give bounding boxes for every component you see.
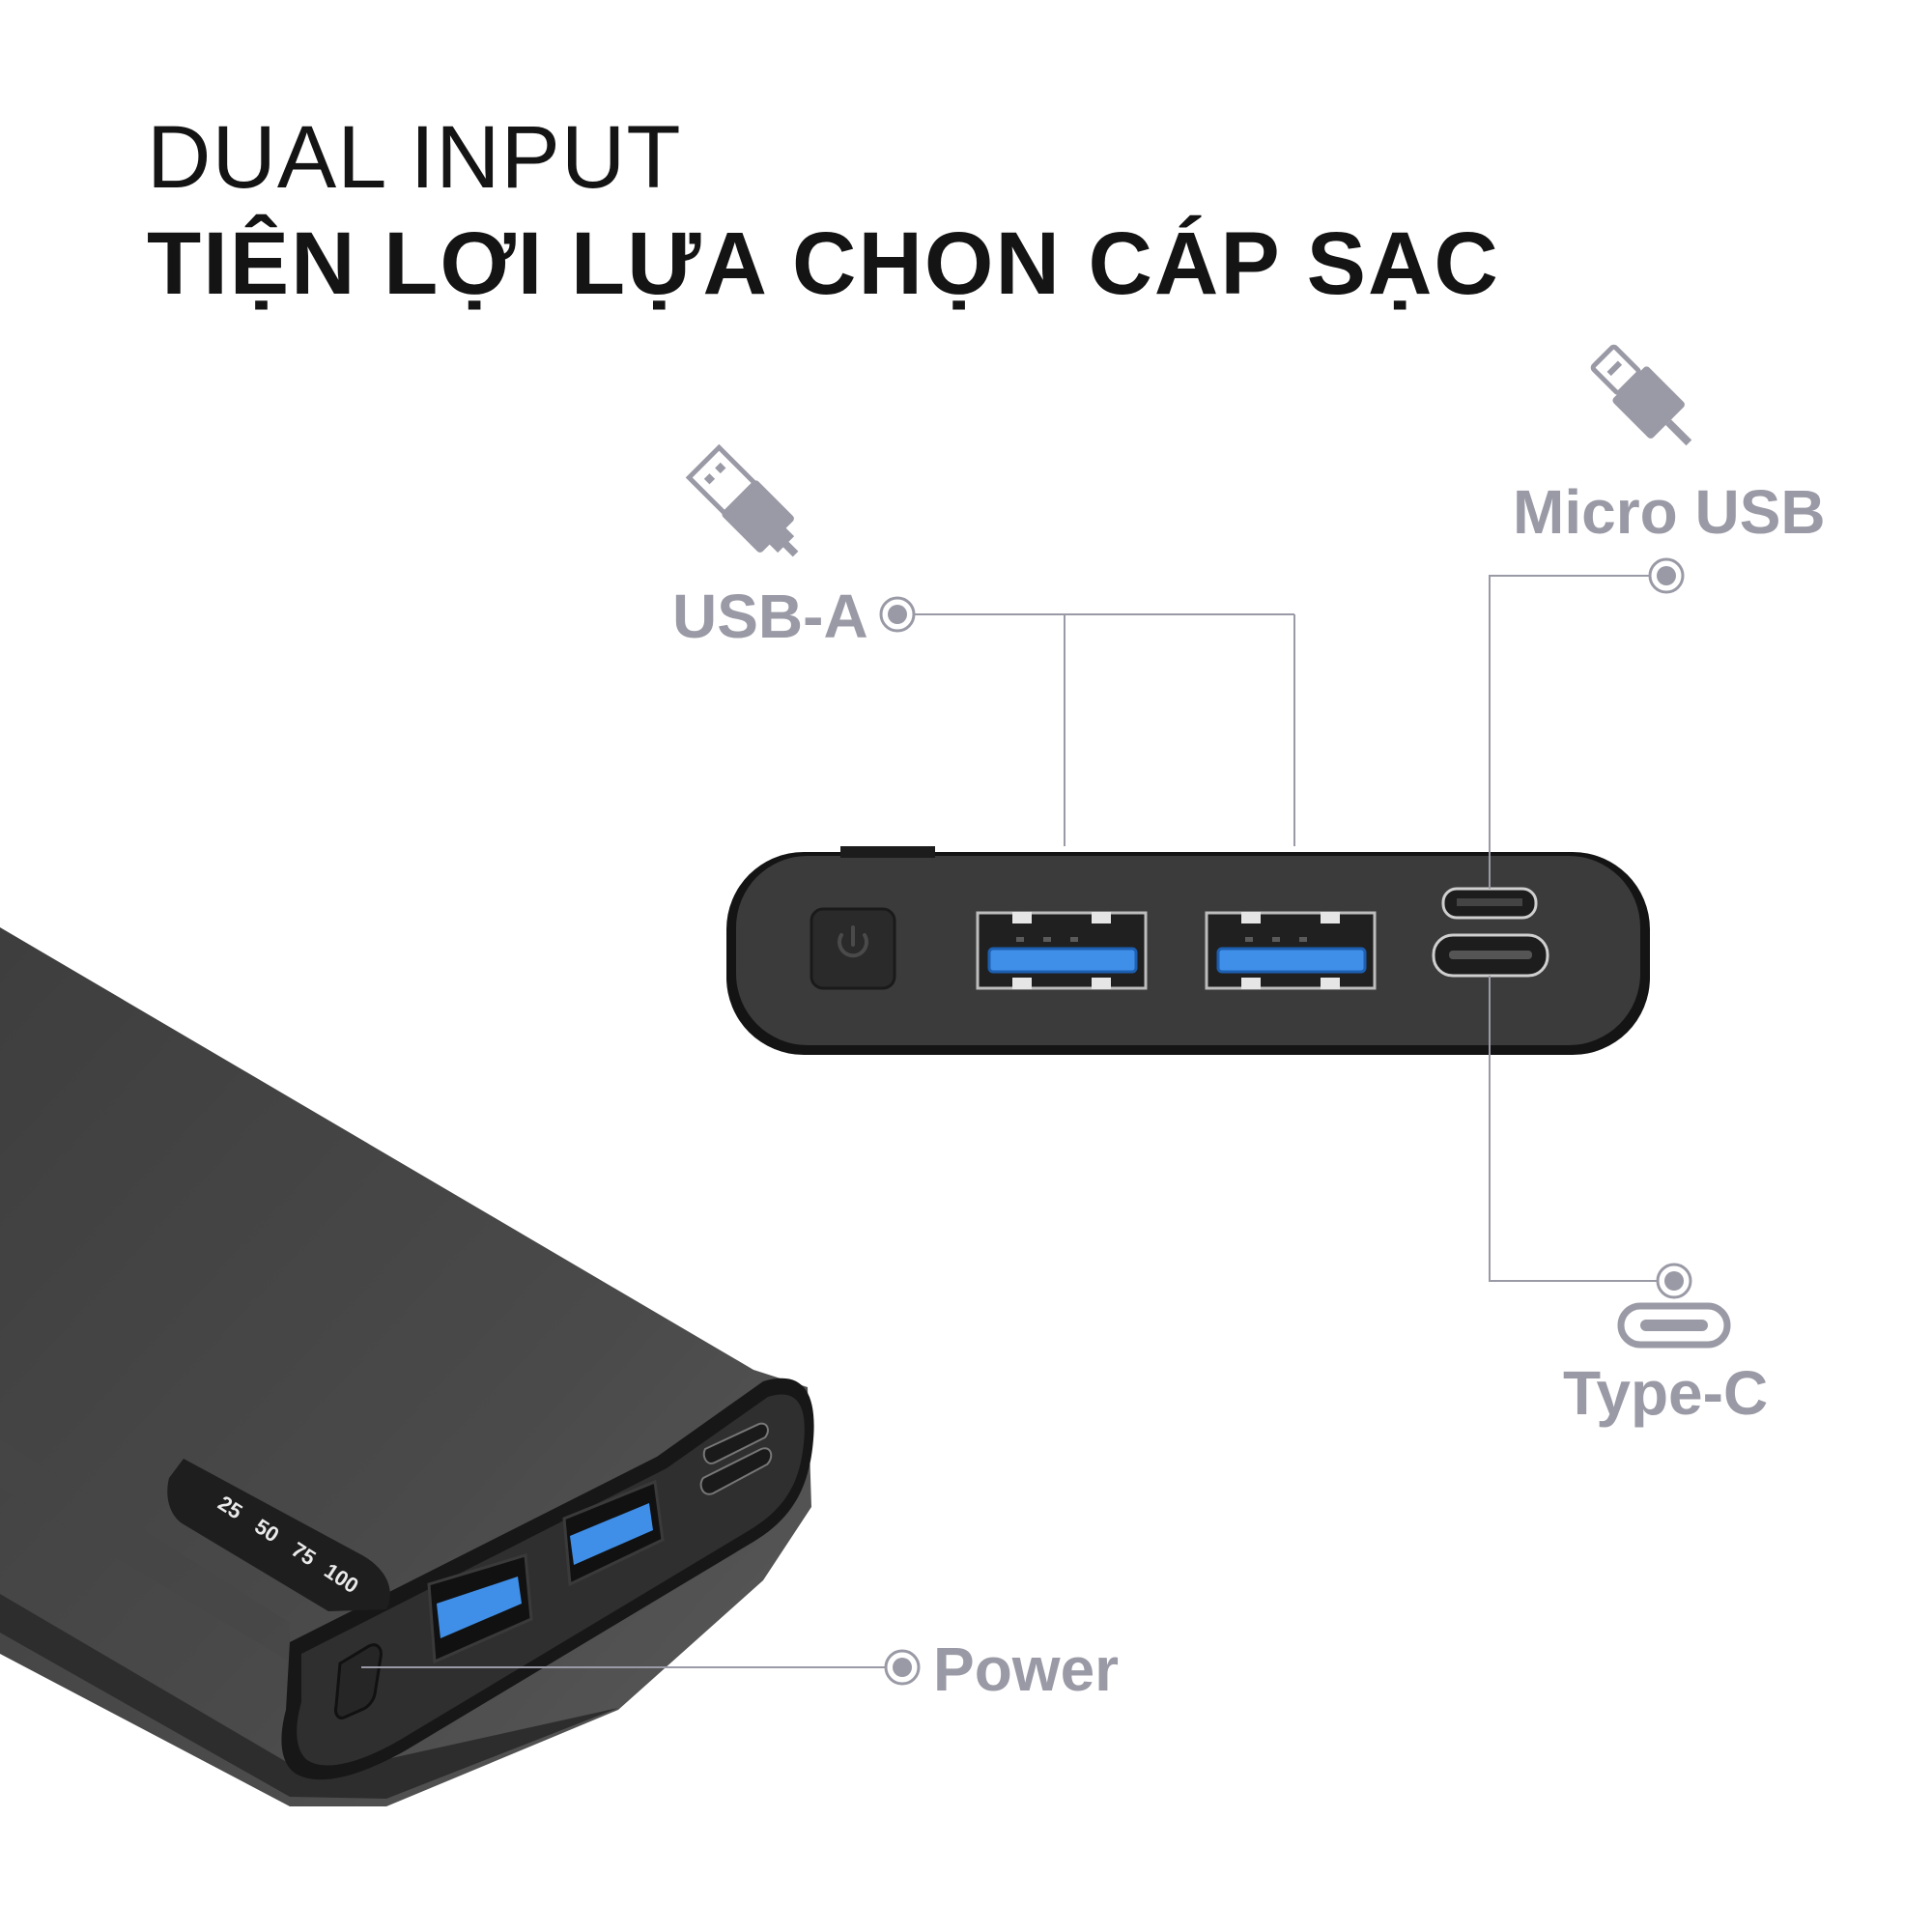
callout-lines [361, 575, 1662, 1668]
usb-a-plug-icon [685, 443, 799, 557]
power-button-front[interactable] [810, 907, 896, 990]
callout-dots [879, 557, 1692, 1686]
type-c-callout-dot [1656, 1263, 1692, 1299]
power-bank-front-view [726, 846, 1650, 1055]
type-c-port [1432, 933, 1549, 978]
usb-a-callout-line [912, 613, 1065, 846]
headline-line-1: DUAL INPUT [147, 108, 682, 207]
type-c-port-icon [1617, 1302, 1731, 1349]
usb-a-port-angled-2 [562, 1479, 665, 1587]
micro-usb-callout-dot [1648, 557, 1685, 594]
micro-usb-label: Micro USB [1513, 477, 1826, 547]
power-callout-dot [884, 1649, 921, 1686]
power-bank-angled-view: 25 50 75 100 [0, 927, 814, 1806]
micro-usb-port [1441, 887, 1538, 920]
type-c-callout-line [1489, 976, 1658, 1282]
power-label: Power [933, 1634, 1120, 1704]
usb-a-callout-dot [879, 596, 916, 633]
power-button-angled[interactable] [334, 1643, 383, 1719]
input-ports-angled [699, 1422, 773, 1495]
usb-a-port-angled-1 [427, 1553, 533, 1664]
headline: DUAL INPUT TIỆN LỢI LỰA CHỌN CÁP SẠC [147, 104, 1500, 317]
micro-usb-plug-icon [1590, 344, 1692, 446]
type-c-label: Type-C [1563, 1358, 1769, 1428]
micro-usb-callout-line [1489, 575, 1662, 889]
headline-line-2: TIỆN LỢI LỰA CHỌN CÁP SẠC [147, 214, 1500, 313]
usb-a-port-2 [1205, 911, 1377, 990]
usb-a-label: USB-A [672, 582, 868, 651]
usb-a-port-1 [976, 911, 1148, 990]
